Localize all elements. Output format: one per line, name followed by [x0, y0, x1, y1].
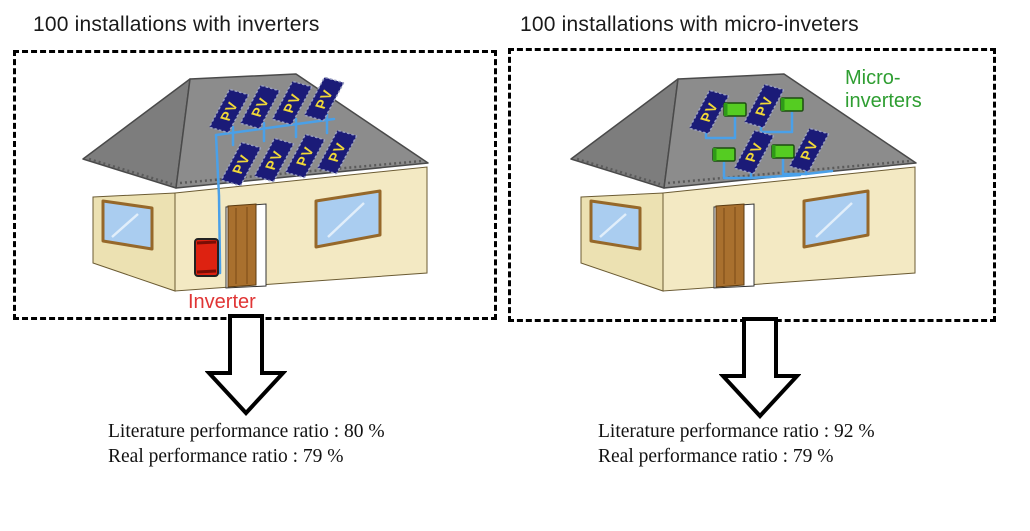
micro-wiring: [704, 111, 834, 180]
pv-panel: PV: [220, 141, 262, 187]
micro-inverters-label: Micro- inverters: [845, 67, 922, 113]
micro-inverters-label-line1: Micro-: [845, 67, 901, 89]
left-real-ratio-text: Real performance ratio : 79 %: [108, 446, 344, 467]
pv-panel: PV: [253, 137, 295, 183]
right-installation-title: 100 installations with micro-inveters: [520, 13, 859, 36]
pv-panel: PV: [239, 84, 281, 130]
left-dashed-box: PV PV PV PV PV PV PV PV Inverter: [13, 50, 497, 320]
pv-panel: PV: [733, 129, 775, 175]
pv-panel: PV: [688, 89, 730, 135]
right-down-arrow-icon: [719, 317, 801, 419]
micro-inverter-box: [723, 102, 747, 117]
pv-panel: PV: [284, 133, 326, 179]
micro-inverter-box: [712, 147, 736, 162]
left-performance-ratios: Literature performance ratio : 80 % Real…: [108, 419, 385, 469]
pv-panel: PV: [316, 129, 358, 175]
right-performance-ratios: Literature performance ratio : 92 % Real…: [598, 419, 875, 469]
inverter-label: Inverter: [188, 291, 256, 313]
pv-panel: PV: [271, 80, 313, 126]
pv-panel: PV: [788, 127, 830, 173]
inverter-box: [194, 238, 219, 277]
pv-array: PV PV PV PV: [688, 83, 830, 175]
micro-inverter-box: [771, 144, 795, 159]
left-installation-title: 100 installations with inverters: [33, 13, 320, 36]
left-literature-ratio-text: Literature performance ratio : 80 %: [108, 421, 385, 442]
pv-panel: PV: [303, 76, 345, 122]
left-down-arrow-icon: [205, 314, 287, 416]
pv-array: PV PV PV PV PV PV PV PV: [208, 76, 358, 187]
micro-inverters-label-line2: inverters: [845, 90, 922, 112]
right-literature-ratio-text: Literature performance ratio : 92 %: [598, 421, 875, 442]
right-house-illustration: PV PV PV PV: [569, 72, 918, 293]
micro-inverter-box: [780, 97, 804, 112]
right-dashed-box: PV PV PV PV Micro- inverters: [508, 48, 996, 322]
left-house-illustration: PV PV PV PV PV PV PV PV: [81, 72, 430, 293]
micro-inverters: [712, 97, 804, 162]
right-real-ratio-text: Real performance ratio : 79 %: [598, 446, 834, 467]
pv-panel: PV: [208, 88, 250, 134]
pv-panel: PV: [743, 83, 785, 129]
